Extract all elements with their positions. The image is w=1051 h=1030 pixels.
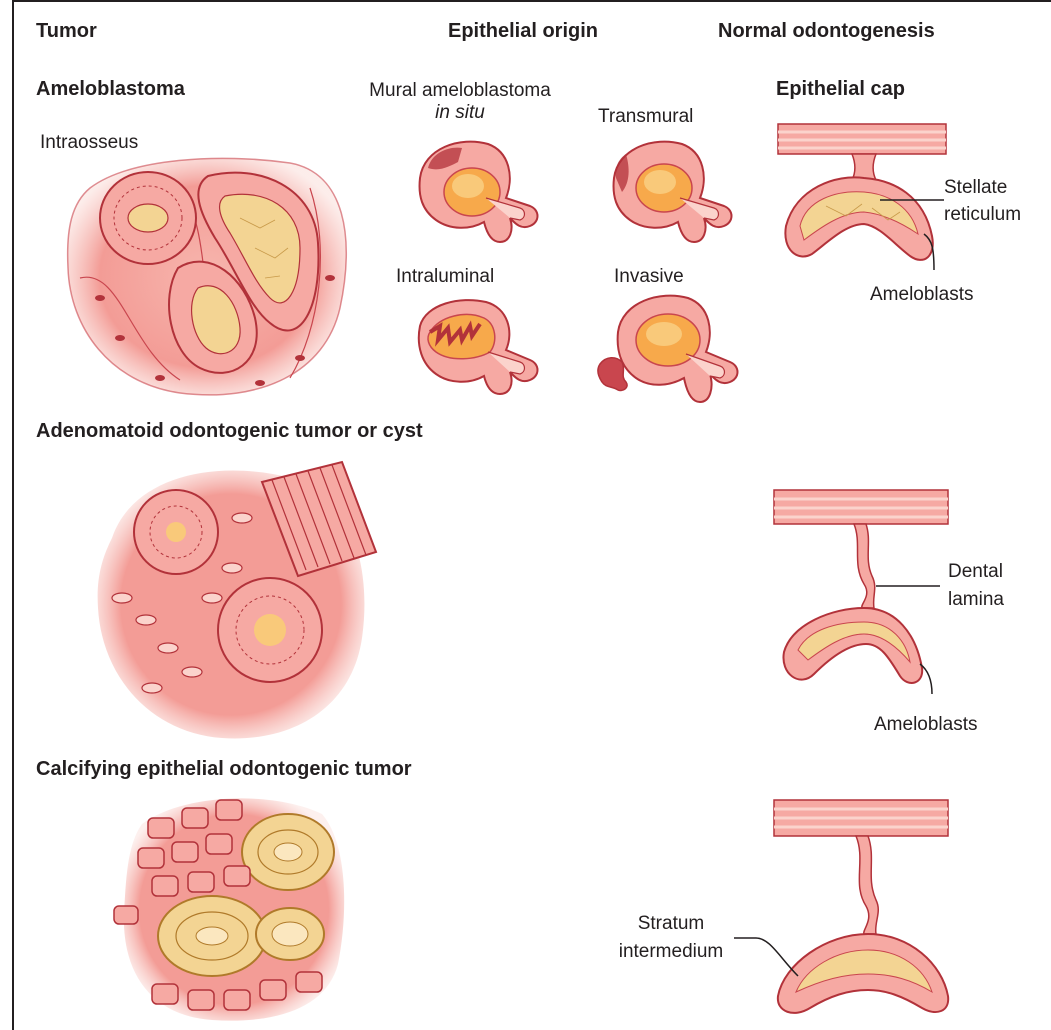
mural-label: Mural ameloblastoma in situ [335, 80, 585, 124]
invasive-label: Invasive [614, 266, 684, 288]
ameloblasts-label-lamina: Ameloblasts [874, 714, 978, 736]
ameloblastoma-title: Ameloblastoma [36, 78, 185, 100]
adenomatoid-title: Adenomatoid odontogenic tumor or cyst [36, 420, 423, 442]
header-normal-odontogenesis: Normal odontogenesis [718, 20, 935, 42]
header-epithelial-origin: Epithelial origin [448, 20, 598, 42]
stratum-intermedium-label: Stratum intermedium [596, 910, 746, 966]
invasive-illustration [596, 292, 746, 414]
mural-in-situ-illustration [410, 138, 550, 248]
intraluminal-illustration [410, 296, 550, 396]
stratum-line1: Stratum [596, 910, 746, 938]
adenomatoid-tumor-illustration [92, 458, 382, 748]
stratum-line2: intermedium [596, 938, 746, 966]
epithelial-cap-title: Epithelial cap [776, 78, 905, 100]
calcifying-tumor-illustration [112, 784, 352, 1024]
calcifying-title: Calcifying epithelial odontogenic tumor [36, 758, 412, 780]
intraluminal-label: Intraluminal [396, 266, 494, 288]
transmural-label: Transmural [598, 106, 693, 128]
ameloblasts-label-cap: Ameloblasts [870, 284, 974, 306]
mural-label-line1: Mural ameloblastoma [335, 80, 585, 102]
stratum-leader-line [734, 930, 814, 990]
frame-top-border [12, 0, 1051, 2]
intraosseus-ameloblastoma-illustration [60, 148, 360, 408]
transmural-illustration [606, 138, 746, 248]
header-tumor: Tumor [36, 20, 97, 42]
frame-left-border [12, 0, 14, 1030]
lamina-leader-lines [876, 584, 946, 694]
mural-label-line2: in situ [335, 102, 585, 124]
cap-leader-lines [880, 182, 950, 272]
